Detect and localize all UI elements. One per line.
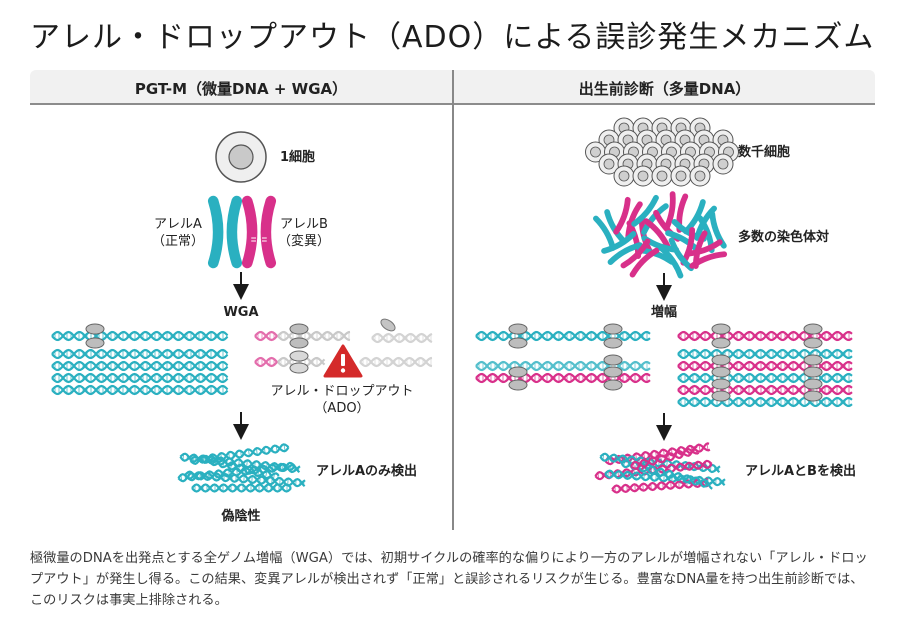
chromosome — [684, 239, 728, 269]
cell — [613, 165, 635, 187]
detached-protein — [380, 318, 396, 332]
allele-b-label: アレルB — [280, 217, 328, 232]
tangled-mixed-product — [594, 442, 726, 494]
protein-marker — [803, 323, 823, 335]
protein-marker — [603, 323, 623, 335]
cell-cluster-icon — [585, 117, 739, 187]
amplification-step-label: 増幅 — [650, 305, 677, 320]
chromosome — [613, 196, 643, 240]
dna-strand — [254, 356, 279, 368]
cell — [670, 165, 692, 187]
protein-marker — [289, 323, 309, 335]
left-result-label: アレルAのみ検出 — [316, 464, 418, 479]
tangled-allele-a-product — [177, 443, 306, 493]
protein-marker — [711, 366, 731, 378]
protein-marker — [508, 366, 528, 378]
dna-strand — [254, 330, 279, 342]
dna-strand — [677, 372, 853, 384]
dna-strand — [51, 348, 229, 360]
chromosome — [631, 194, 669, 236]
chromosome — [241, 195, 277, 269]
dna-strand — [359, 356, 433, 368]
cell — [651, 165, 673, 187]
cell — [598, 153, 620, 175]
chromosome-pairs-label: 多数の染色体対 — [738, 230, 830, 245]
protein-marker — [711, 390, 731, 402]
protein-marker — [289, 362, 309, 374]
amplified-allele-a-strands — [51, 323, 229, 396]
left-panel-header: PGT-M（微量DNA + WGA） — [134, 80, 348, 98]
protein-marker — [803, 354, 823, 366]
dna-strand — [630, 445, 700, 470]
dna-strand — [475, 330, 651, 342]
dna-strand — [51, 384, 229, 396]
protein-marker — [603, 354, 623, 366]
dna-strand — [184, 470, 306, 488]
chromosome-pairs-icon — [593, 191, 728, 279]
dna-strand — [51, 360, 229, 372]
protein-marker — [85, 337, 105, 349]
chromosome — [207, 195, 243, 269]
ado-label: アレル・ドロップアウト — [270, 384, 414, 399]
protein-marker — [508, 323, 528, 335]
protein-marker — [803, 390, 823, 402]
protein-marker — [85, 323, 105, 335]
protein-marker — [711, 354, 731, 366]
protein-marker — [711, 337, 731, 349]
cell — [712, 153, 734, 175]
dna-strand — [200, 454, 280, 482]
dna-strand — [677, 396, 853, 408]
protein-marker — [508, 379, 528, 391]
dropped-allele-b-strands — [254, 318, 433, 374]
amplified-allele-strands — [475, 323, 853, 408]
wga-step-label: WGA — [223, 305, 259, 320]
dna-strand — [51, 330, 229, 342]
cell — [632, 165, 654, 187]
dna-strand — [371, 332, 433, 344]
caption-text: 極微量のDNAを出発点とする全ゲノム増幅（WGA）では、初期サイクルの確率的な偏… — [30, 551, 868, 608]
protein-marker — [603, 379, 623, 391]
dna-strand — [677, 384, 853, 396]
protein-marker — [803, 378, 823, 390]
panel-divider — [452, 70, 454, 530]
single-cell-label: 1細胞 — [280, 150, 316, 165]
dna-strand — [277, 330, 351, 342]
cells-label: 数千細胞 — [738, 145, 791, 160]
chromosome-allele-b-icon — [241, 195, 277, 269]
protein-marker — [603, 337, 623, 349]
dna-strand — [677, 348, 853, 360]
right-panel-header: 出生前診断（多量DNA） — [578, 80, 751, 98]
protein-marker — [603, 366, 623, 378]
protein-marker — [803, 337, 823, 349]
protein-marker — [711, 378, 731, 390]
allele-a-label: アレルA — [154, 217, 202, 232]
protein-marker — [289, 337, 309, 349]
dna-strand — [51, 372, 229, 384]
dna-strand — [677, 360, 853, 372]
cell — [689, 165, 711, 187]
chromosome — [601, 231, 643, 265]
dna-strand — [475, 372, 651, 384]
single-cell-icon — [215, 131, 267, 183]
protein-marker — [289, 350, 309, 362]
protein-marker — [711, 323, 731, 335]
right-result-label: アレルAとBを検出 — [745, 464, 856, 479]
chromosome-allele-a-icon — [207, 195, 243, 269]
allele-b-status: （変異） — [277, 234, 330, 249]
protein-marker — [508, 337, 528, 349]
chromosome — [658, 237, 694, 279]
cell — [585, 141, 606, 163]
chromosome — [620, 238, 660, 278]
dna-strand — [475, 360, 651, 372]
dna-strand — [191, 483, 292, 493]
allele-a-status: （正常） — [151, 234, 204, 249]
ado-abbrev: （ADO） — [314, 401, 370, 416]
protein-marker — [803, 366, 823, 378]
page-title: アレル・ドロップアウト（ADO）による誤診発生メカニズム — [30, 20, 875, 55]
warning-icon — [323, 344, 363, 378]
dna-strand — [677, 330, 853, 342]
false-negative-label: 偽陰性 — [221, 509, 261, 524]
